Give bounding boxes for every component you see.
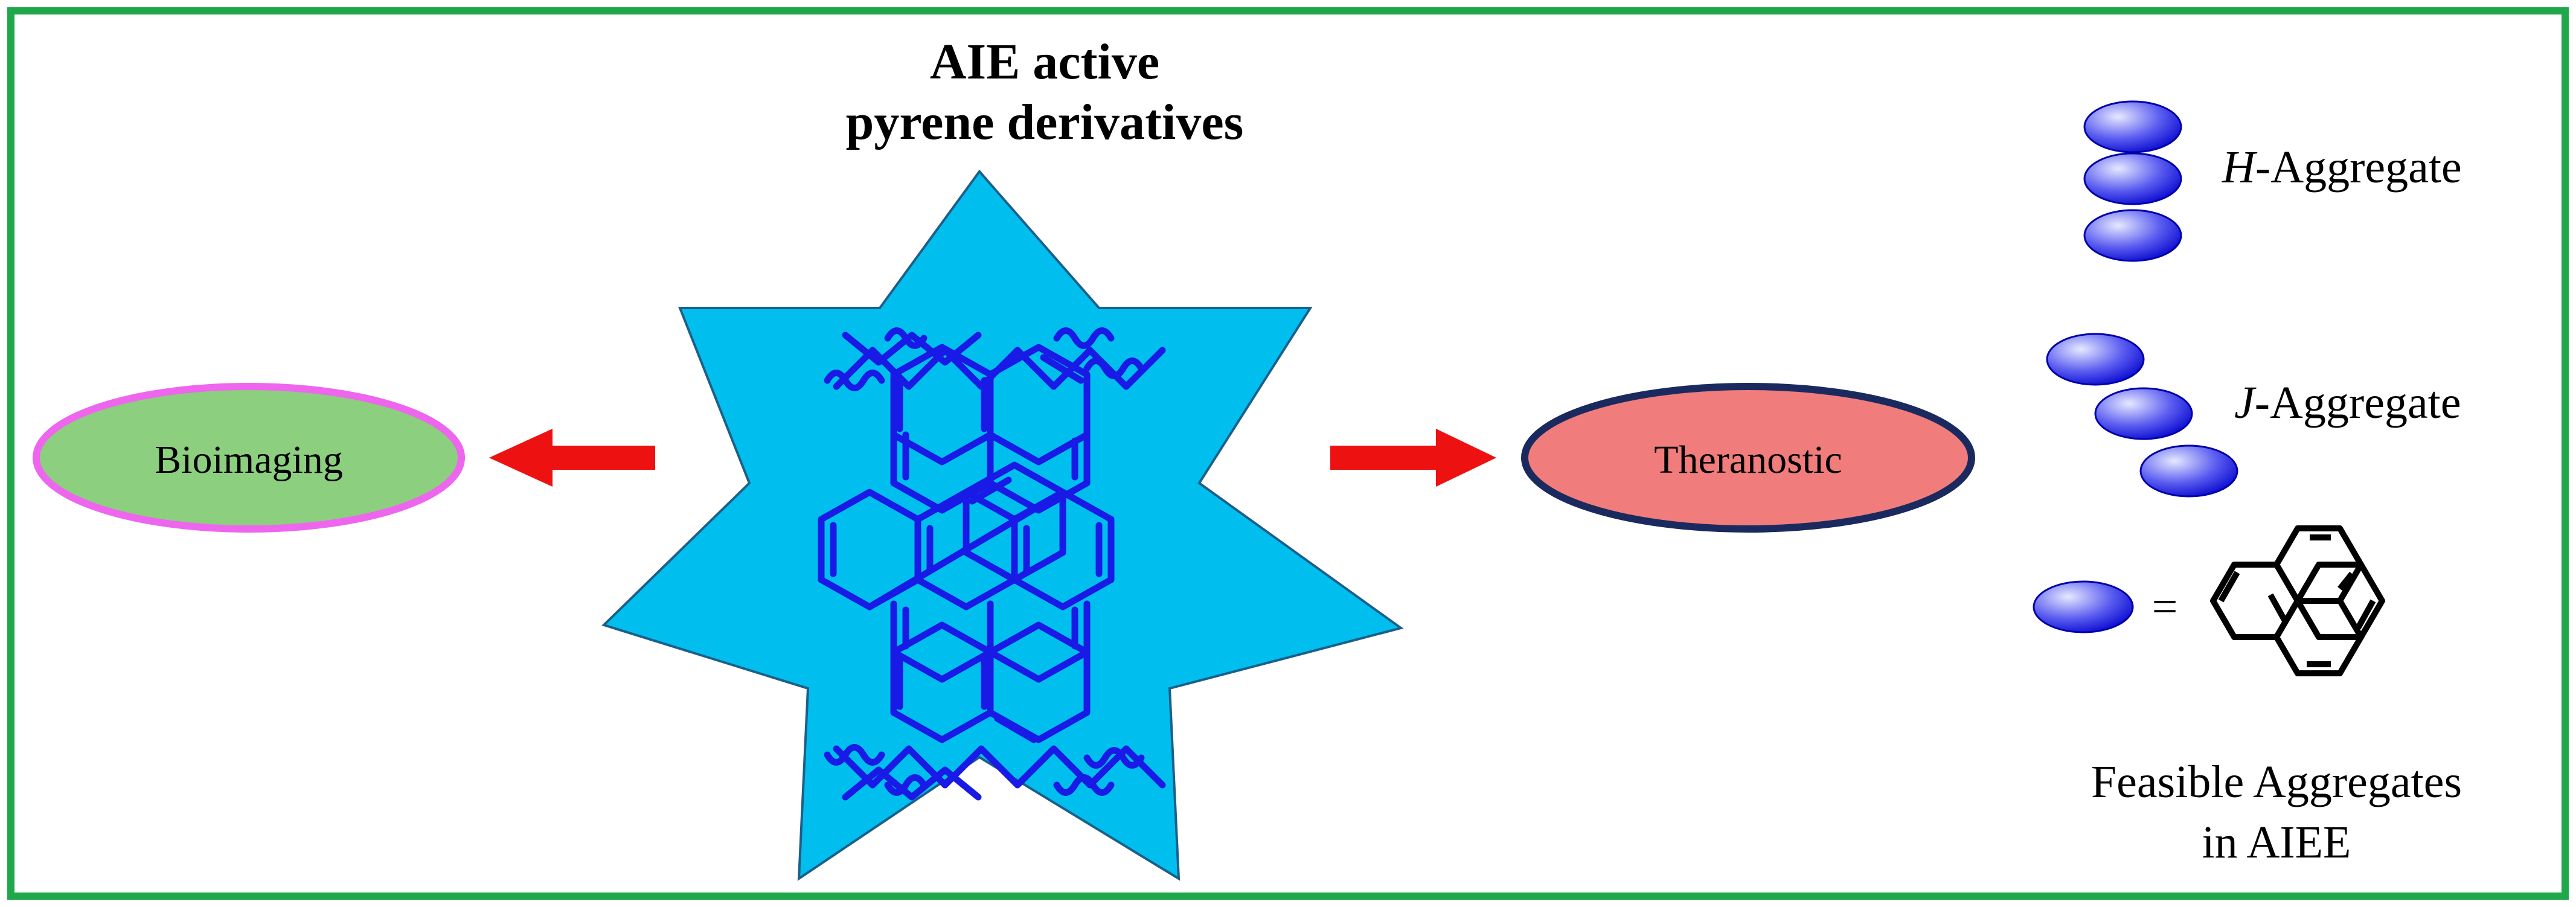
figure-frame bbox=[7, 7, 2569, 900]
left-arrow bbox=[489, 429, 655, 487]
theranostic-ellipse bbox=[1521, 383, 1975, 533]
pyrene-molecule bbox=[818, 327, 1166, 801]
legend-disc bbox=[2033, 580, 2134, 633]
j-aggregate-label: J-Aggregate bbox=[2234, 377, 2461, 428]
theranostic-label: Theranostic bbox=[1654, 438, 1842, 482]
title-line-2: pyrene derivatives bbox=[846, 94, 1244, 150]
h-aggregate-label: H-Aggregate bbox=[2222, 142, 2462, 193]
j-aggregate-stack bbox=[2046, 333, 2238, 498]
right-arrow bbox=[1330, 429, 1496, 487]
bioimaging-ellipse bbox=[33, 383, 465, 533]
bioimaging-label: Bioimaging bbox=[155, 438, 343, 482]
h-aggregate-stack bbox=[2083, 100, 2182, 262]
pyrene-structure-icon bbox=[2210, 525, 2385, 676]
equals-sign: = bbox=[2152, 582, 2178, 632]
title-line-1: AIE active bbox=[930, 34, 1159, 90]
caption-line-2: in AIEE bbox=[2202, 817, 2351, 868]
caption-line-1: Feasible Aggregates bbox=[2091, 757, 2462, 807]
